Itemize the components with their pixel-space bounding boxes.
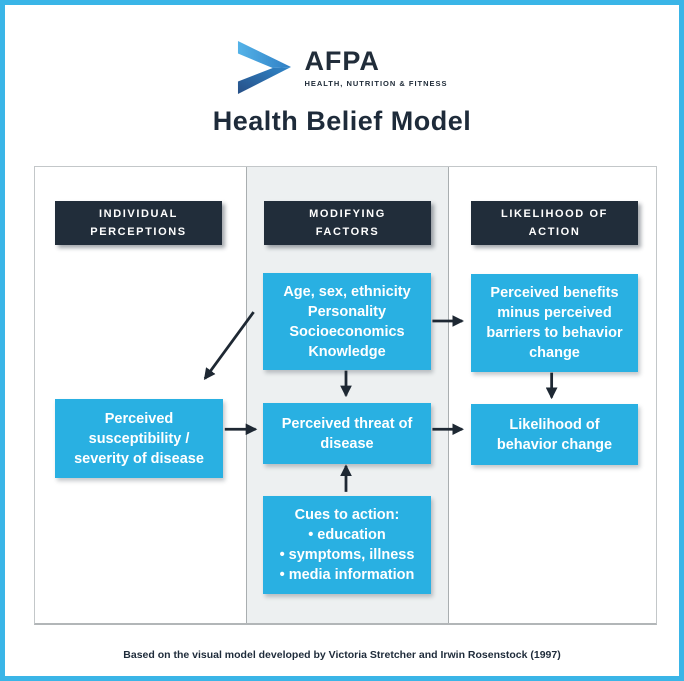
column-header-likelihood-of-action: LIKELIHOOD OF ACTION <box>471 201 638 245</box>
logo-tagline: HEALTH, NUTRITION & FITNESS <box>304 79 448 88</box>
column-header-individual-perceptions: INDIVIDUAL PERCEPTIONS <box>55 201 222 245</box>
cues-to-action-box: Cues to action: • education • symptoms, … <box>263 496 431 594</box>
likelihood-of-change-box: Likelihood of behavior change <box>471 404 638 465</box>
perceived-benefits-box: Perceived benefits minus perceived barri… <box>471 274 638 372</box>
afpa-chevron-icon <box>238 41 292 95</box>
logo-wordmark: AFPA <box>304 46 380 76</box>
modifying-factors-box: Age, sex, ethnicity Personality Socioeco… <box>263 273 431 370</box>
column-header-modifying-factors: MODIFYING FACTORS <box>264 201 431 245</box>
perceived-threat-box: Perceived threat of disease <box>263 403 431 464</box>
afpa-logo: AFPA HEALTH, NUTRITION & FITNESS <box>5 41 679 95</box>
logo-text-block: AFPA HEALTH, NUTRITION & FITNESS <box>304 46 448 89</box>
diagram-canvas: INDIVIDUAL PERCEPTIONS MODIFYING FACTORS… <box>34 166 657 625</box>
page-title: Health Belief Model <box>212 106 472 136</box>
perceived-susceptibility-box: Perceived susceptibility / severity of d… <box>55 399 223 478</box>
attribution-text: Based on the visual model developed by V… <box>123 649 561 661</box>
